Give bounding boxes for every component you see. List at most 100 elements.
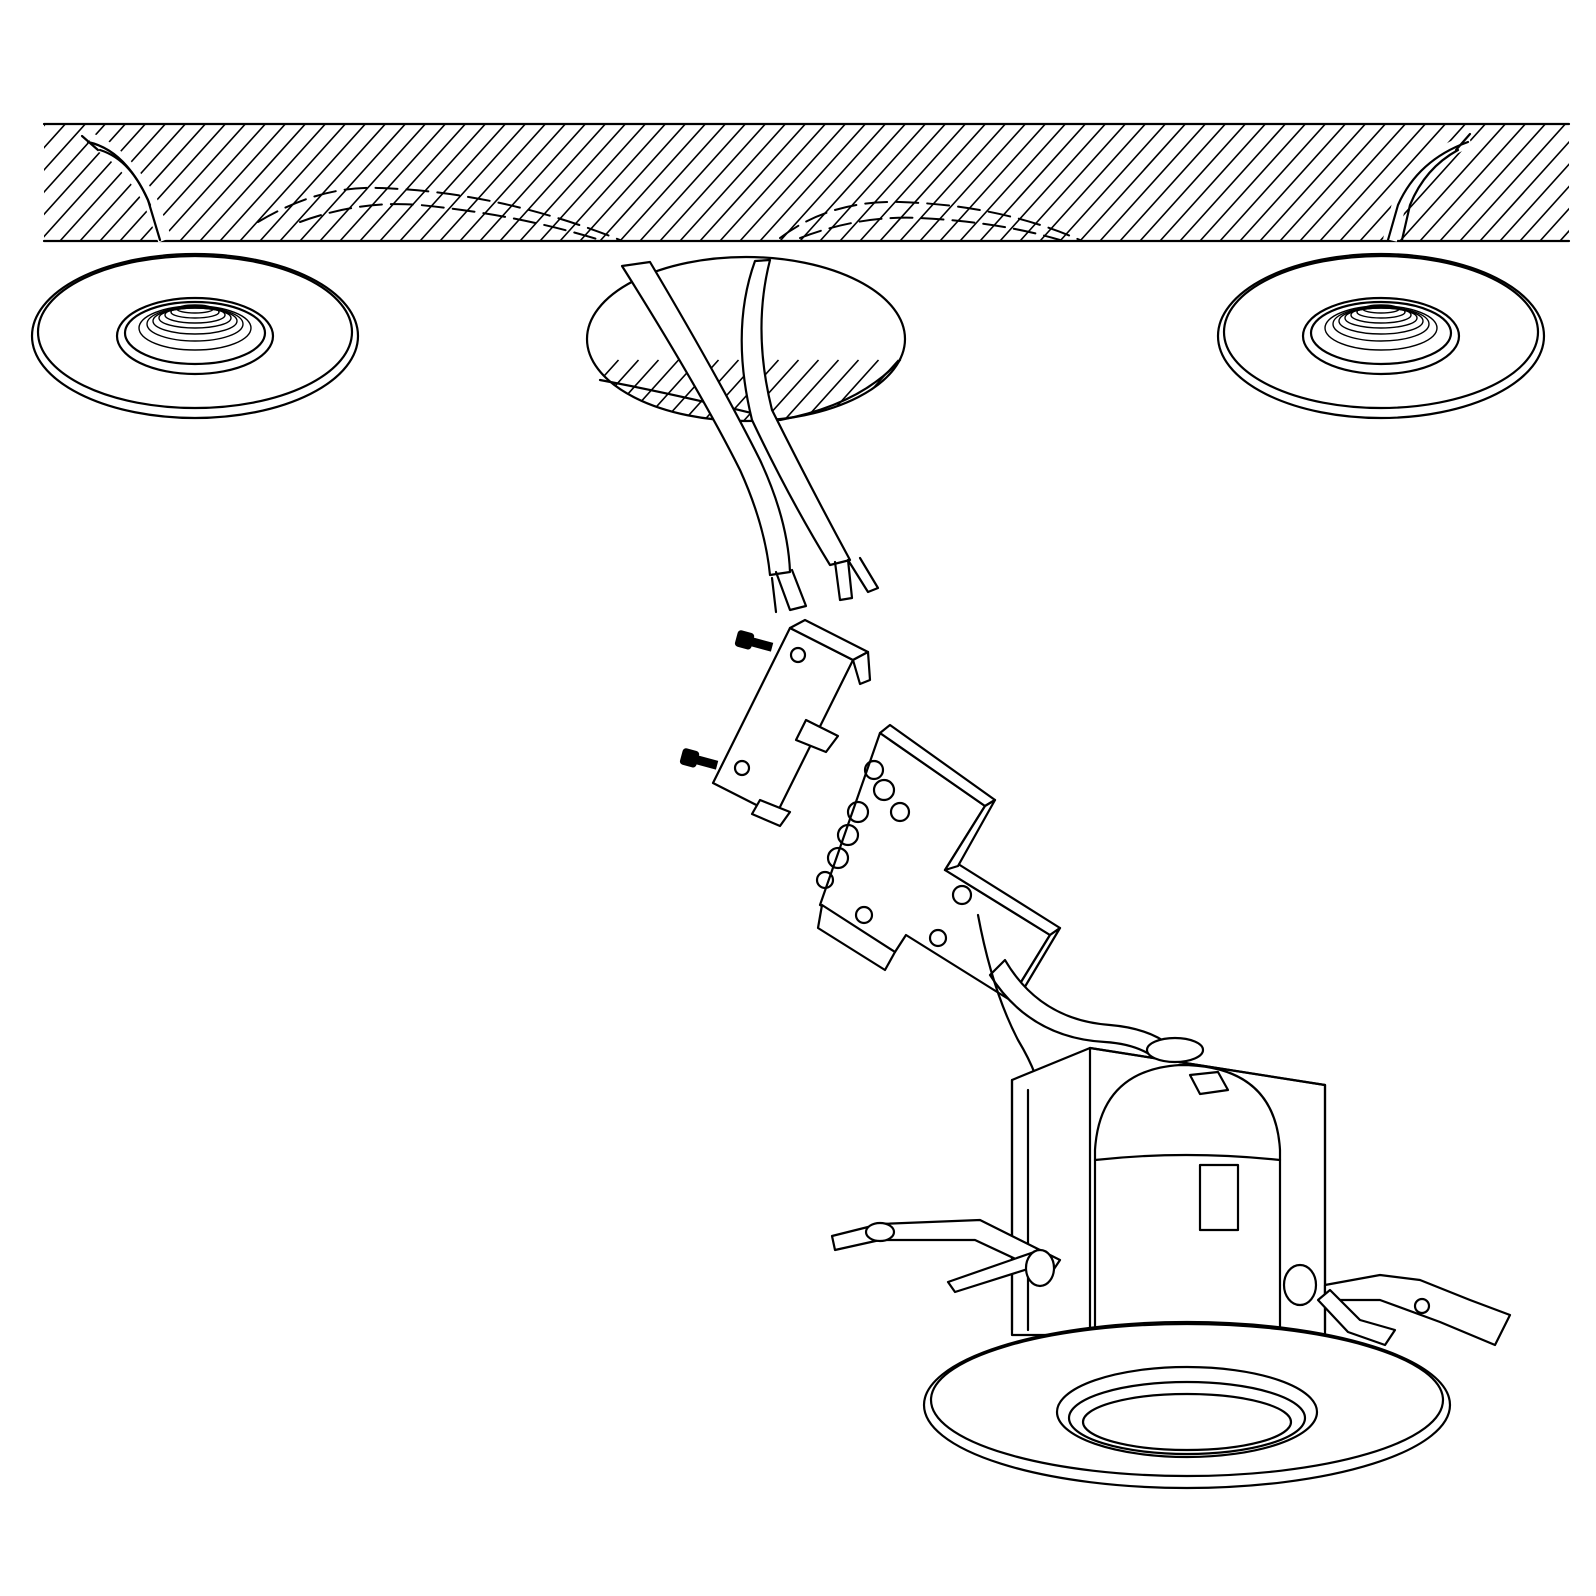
hatch-line bbox=[839, 124, 946, 241]
hatch-line bbox=[1539, 207, 1569, 241]
hatch-line bbox=[0, 124, 25, 241]
cutout-thickness-line bbox=[598, 358, 902, 422]
hatch-line bbox=[979, 124, 1086, 241]
hatch-line bbox=[1139, 124, 1246, 241]
hatch-line bbox=[899, 124, 1006, 241]
cover-top-face bbox=[711, 626, 855, 817]
hatch-line bbox=[579, 124, 686, 241]
bezel-outer bbox=[30, 252, 360, 420]
cutout-hatch-line bbox=[920, 360, 979, 425]
hatch-line bbox=[859, 124, 966, 241]
hatch-line bbox=[639, 124, 746, 241]
hatch-line bbox=[439, 124, 546, 241]
terminal-block bbox=[815, 723, 1062, 1002]
hatch-line bbox=[1399, 124, 1506, 241]
bezel-inner bbox=[1222, 254, 1540, 410]
cutout-hatch-line bbox=[587, 359, 620, 421]
lens-ring-2 bbox=[1309, 300, 1453, 366]
lens-ring bbox=[1301, 296, 1461, 376]
right-feed-cable bbox=[1386, 140, 1470, 242]
spring-clip-right-arm bbox=[1316, 1288, 1397, 1347]
hatch-line bbox=[44, 124, 146, 238]
cable-gap-left bbox=[87, 133, 172, 243]
supply-cable bbox=[620, 258, 880, 614]
spring-coil-left bbox=[1024, 1248, 1056, 1288]
hatch-line bbox=[44, 124, 106, 194]
hidden-cable-4 bbox=[799, 216, 1061, 241]
right-feed-cable-end bbox=[1454, 132, 1472, 152]
cutout-hatch-line bbox=[899, 359, 905, 421]
hatch-line bbox=[539, 124, 646, 241]
cable-core-2 bbox=[740, 258, 852, 567]
lens bbox=[1081, 1392, 1293, 1452]
hatch-line bbox=[1019, 124, 1126, 241]
hatch-line bbox=[559, 124, 666, 241]
hatch-line bbox=[699, 124, 806, 241]
block-base bbox=[816, 903, 897, 972]
hatch-line bbox=[739, 124, 846, 241]
hatch-line bbox=[1299, 124, 1406, 241]
left-feed-cable-end bbox=[80, 134, 100, 152]
hatch-line bbox=[679, 124, 786, 241]
bezel-inner bbox=[929, 1322, 1445, 1478]
hatch-line bbox=[999, 124, 1106, 241]
hatch-line bbox=[44, 124, 66, 149]
hatch-line bbox=[1459, 124, 1566, 241]
hatch-line bbox=[379, 124, 486, 241]
hatch-line bbox=[1439, 124, 1546, 241]
bezel-aperture bbox=[1055, 1365, 1319, 1459]
hatch-line bbox=[359, 124, 466, 241]
hatch-line bbox=[779, 124, 886, 241]
cover-clip-1 bbox=[794, 718, 840, 754]
hatch-line bbox=[44, 124, 46, 127]
stripped-end-2a bbox=[833, 558, 854, 602]
spring-clip-right-rivet bbox=[1413, 1297, 1431, 1315]
cover-screw-hole-2 bbox=[733, 759, 751, 777]
ceiling-hatching bbox=[0, 124, 1596, 241]
hatch-line bbox=[519, 124, 626, 241]
screw-1 bbox=[734, 630, 774, 652]
hidden-cable-1 bbox=[257, 186, 621, 241]
hidden-cable-3 bbox=[779, 200, 1081, 241]
hatch-line bbox=[1580, 124, 1596, 241]
block-body bbox=[818, 731, 1052, 1002]
hatch-line bbox=[99, 124, 206, 241]
hatch-line bbox=[939, 124, 1046, 241]
cable-core-1 bbox=[620, 260, 792, 577]
lamp-rings bbox=[1324, 304, 1438, 351]
hatch-line bbox=[1319, 124, 1426, 241]
left-feed-cable-2 bbox=[98, 148, 152, 207]
hatch-line bbox=[1079, 124, 1186, 241]
hatch-line bbox=[319, 124, 426, 241]
hatch-line bbox=[419, 124, 526, 241]
hatch-line bbox=[759, 124, 866, 241]
hatch-line bbox=[479, 124, 586, 241]
bezel-aperture-inner bbox=[1067, 1380, 1307, 1456]
hatch-line bbox=[819, 124, 926, 241]
cover-screw-hole-1 bbox=[789, 646, 807, 664]
bezel-inner bbox=[36, 254, 354, 410]
hatch-line bbox=[1499, 163, 1569, 241]
stripped-end-2b bbox=[846, 556, 880, 594]
cover-end-tab bbox=[851, 650, 872, 686]
hatch-line bbox=[659, 124, 766, 241]
cutout-hatch-line bbox=[779, 359, 840, 421]
hatch-line bbox=[239, 124, 346, 241]
screw-2 bbox=[679, 748, 719, 770]
hatch-line bbox=[1059, 124, 1166, 241]
lens-ring bbox=[115, 296, 275, 376]
hatch-line bbox=[1099, 124, 1206, 241]
cover-clip-2 bbox=[750, 798, 792, 828]
hatch-line bbox=[599, 124, 706, 241]
hatch-line bbox=[339, 124, 446, 241]
bezel-outer bbox=[1216, 252, 1546, 420]
cable-gland bbox=[1145, 1036, 1205, 1064]
hatch-line bbox=[1339, 124, 1446, 241]
downlight-new bbox=[830, 913, 1512, 1490]
hatch-line bbox=[1259, 124, 1366, 241]
hatch-line bbox=[1119, 124, 1226, 241]
spring-clip-left-grip bbox=[864, 1221, 896, 1243]
hatch-line bbox=[299, 124, 406, 241]
